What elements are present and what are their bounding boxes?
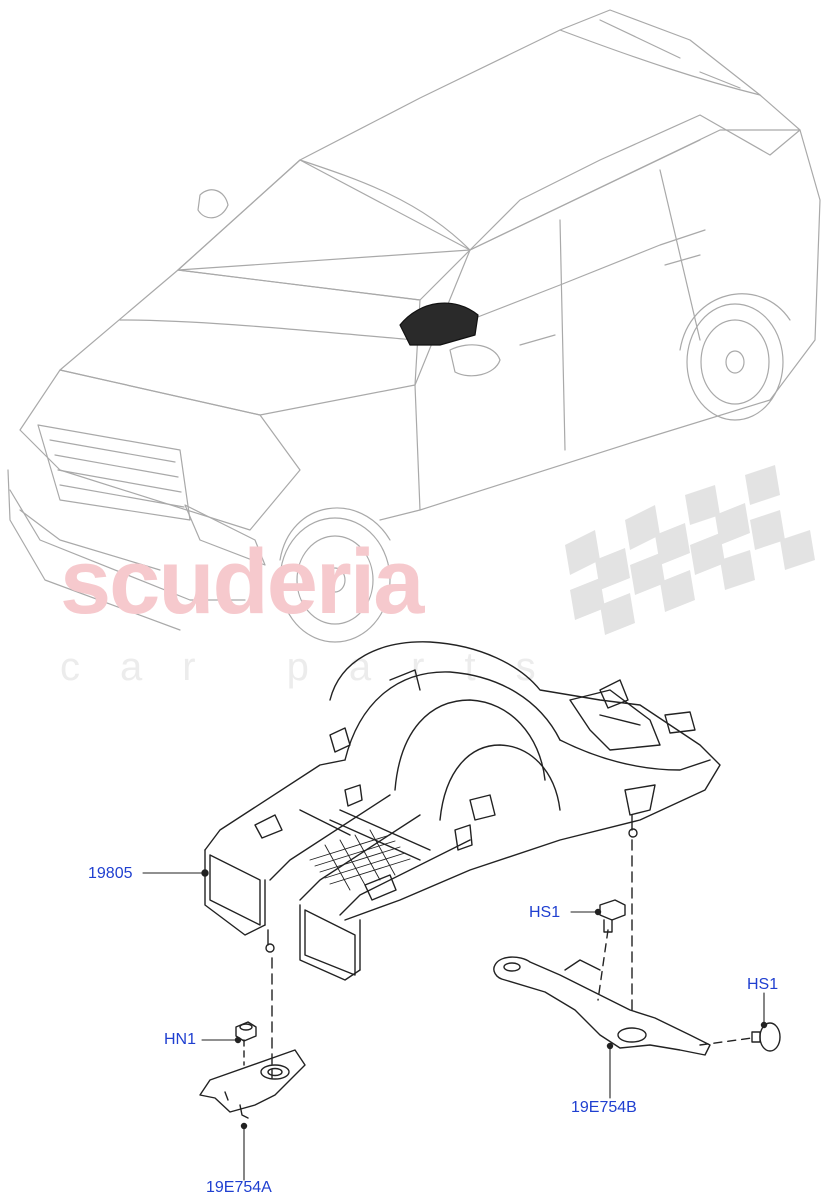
callout-19e754a: 19E754A xyxy=(206,1179,272,1196)
callout-hs1-upper: HS1 xyxy=(529,904,561,921)
callout-hn1: HN1 xyxy=(164,1031,197,1048)
callout-19e754b: 19E754B xyxy=(571,1099,637,1116)
callout-hs1-right: HS1 xyxy=(747,976,779,993)
callout-19805: 19805 xyxy=(88,865,133,882)
watermark-sub-text: car parts xyxy=(60,645,576,689)
watermark-main-text: scuderia xyxy=(60,531,424,633)
